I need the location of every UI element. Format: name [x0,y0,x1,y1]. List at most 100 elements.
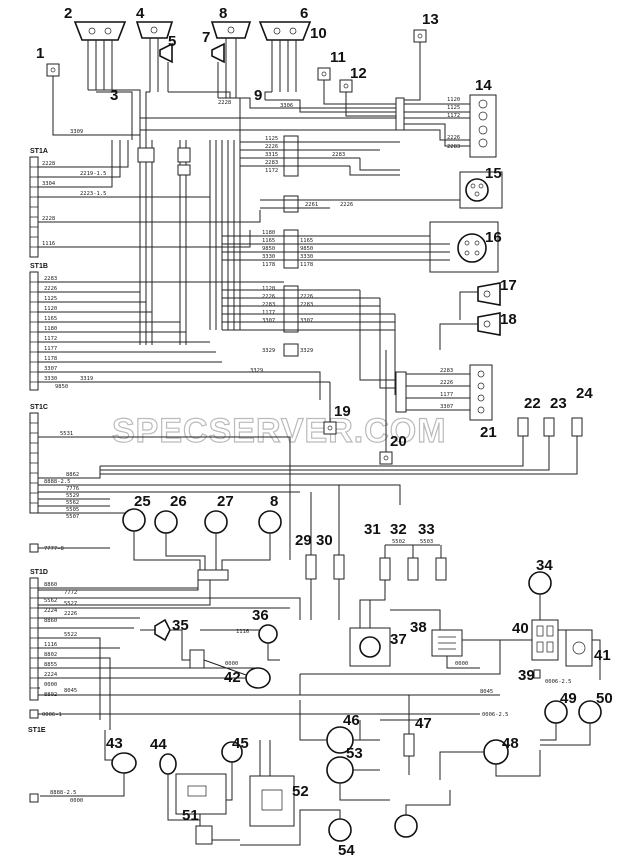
wire-label: 2224 [44,608,58,614]
component-relay-14 [395,94,497,158]
callout-number: 52 [292,783,309,800]
callout-number: 7 [202,29,210,46]
wire-label: 1178 [262,262,275,268]
upper-bus [140,117,400,131]
connector-st-d [29,577,39,701]
component-gauge-46 [299,700,380,754]
wire-label: 1125 [44,296,57,302]
wire-label: 0000 [455,661,468,667]
wire-label: 0000 [70,798,83,804]
wire-label: 8862 [66,472,79,478]
wire-label: 1116 [236,629,249,635]
wire-label: 0006-2.5 [482,712,509,718]
component-gauge-48 [439,739,541,780]
wire-label: 5507 [66,514,79,520]
wire-label: 3330 [262,254,275,260]
wire-label: 5503 [420,539,433,545]
callout-number: 8 [270,493,278,510]
component-connector [195,825,213,845]
component-switch-35 [140,618,200,661]
st-b-wiring [38,281,330,400]
wire-label: 8045 [480,689,493,695]
wire-label: 2283 [265,160,278,166]
sensor-wiring [329,350,387,452]
connector-st-b [29,271,39,391]
wire-label: 1165 [300,238,313,244]
callout-number: 38 [410,619,427,636]
callout-number: 36 [252,607,269,624]
wire-label: 3330 [300,254,313,260]
callout-number: 22 [524,395,541,412]
gauge-return-wiring [38,580,211,606]
callout-number: 47 [415,715,432,732]
component-sensor-bottom [394,790,451,838]
callout-number: 45 [232,735,249,752]
connector-st-c [29,412,39,514]
wire-label: 2226 [262,294,275,300]
callout-number: 48 [502,735,519,752]
wire-label: 1125 [447,105,460,111]
wire-label: 0006-1 [42,712,62,718]
component-resistor-29 [305,492,317,620]
callout-number: 19 [334,403,351,420]
component-sensor-45 [220,741,243,801]
wire-label: 3307 [300,318,313,324]
component-switch-33 [435,545,447,581]
callout-number: 26 [170,493,187,510]
component-lamp-8-top [210,21,252,39]
wire-label: 1172 [44,336,57,342]
wire-label: 7772 [64,590,77,596]
component-sensor-34 [528,571,552,620]
component-sensor-20 [379,451,393,465]
wire-label: 8860 [44,618,57,624]
callout-number: 24 [576,385,593,402]
wire-label: 3329 [300,348,313,354]
component-lamp-50 [540,700,602,746]
component-relay-51 [175,773,240,841]
wire-label: 5505 [66,507,79,513]
callout-number: 12 [350,65,367,82]
wire-label: 9850 [262,246,275,252]
callout-number: 5 [168,33,176,50]
callout-number: 50 [596,690,613,707]
callout-number: 8 [219,5,227,22]
wire-label: 3315 [265,152,278,158]
wire-label: 5562 [44,598,57,604]
wire-label: 3319 [80,376,93,382]
component-sensor-54 [240,809,352,846]
wire-label: 2283 [447,144,460,150]
wire-label: 2228 [42,161,55,167]
callout-number: 9 [254,87,262,104]
wire-label: 7777-8 [44,546,64,552]
wire-label: 8802 [44,692,57,698]
component-gauge-26 [154,510,206,570]
component-sensor-13 [413,29,427,43]
callout-number: 33 [418,521,435,538]
component-sensor-36 [200,624,280,661]
callout-number: 32 [390,521,407,538]
callout-number: 53 [346,745,363,762]
callout-number: 15 [485,165,502,182]
wire-label: 3307 [44,366,57,372]
callout-number: 18 [500,311,517,328]
wire-label: 8045 [64,688,77,694]
wire-label: 2283 [332,152,345,158]
wire-label: 3309 [70,129,83,135]
component-module-52 [249,740,295,827]
wire-label: 2226 [440,380,453,386]
wire-label: 1180 [44,326,57,332]
wire-label: 3306 [280,103,293,109]
component-switch-22 [100,417,529,467]
callout-number: 2 [64,5,72,22]
wire-label: 8802 [44,652,57,658]
wire-label: 2283 [300,302,313,308]
wire-label: 1120 [262,286,275,292]
wire [359,719,420,740]
component-gauge-25 [122,508,201,570]
wire-label: 1172 [447,113,460,119]
wire-label: 2226 [44,286,57,292]
callout-number: 27 [217,493,234,510]
component-sensor-11 [317,67,331,81]
connector-pin [29,543,39,553]
wire-label: 1165 [44,316,57,322]
